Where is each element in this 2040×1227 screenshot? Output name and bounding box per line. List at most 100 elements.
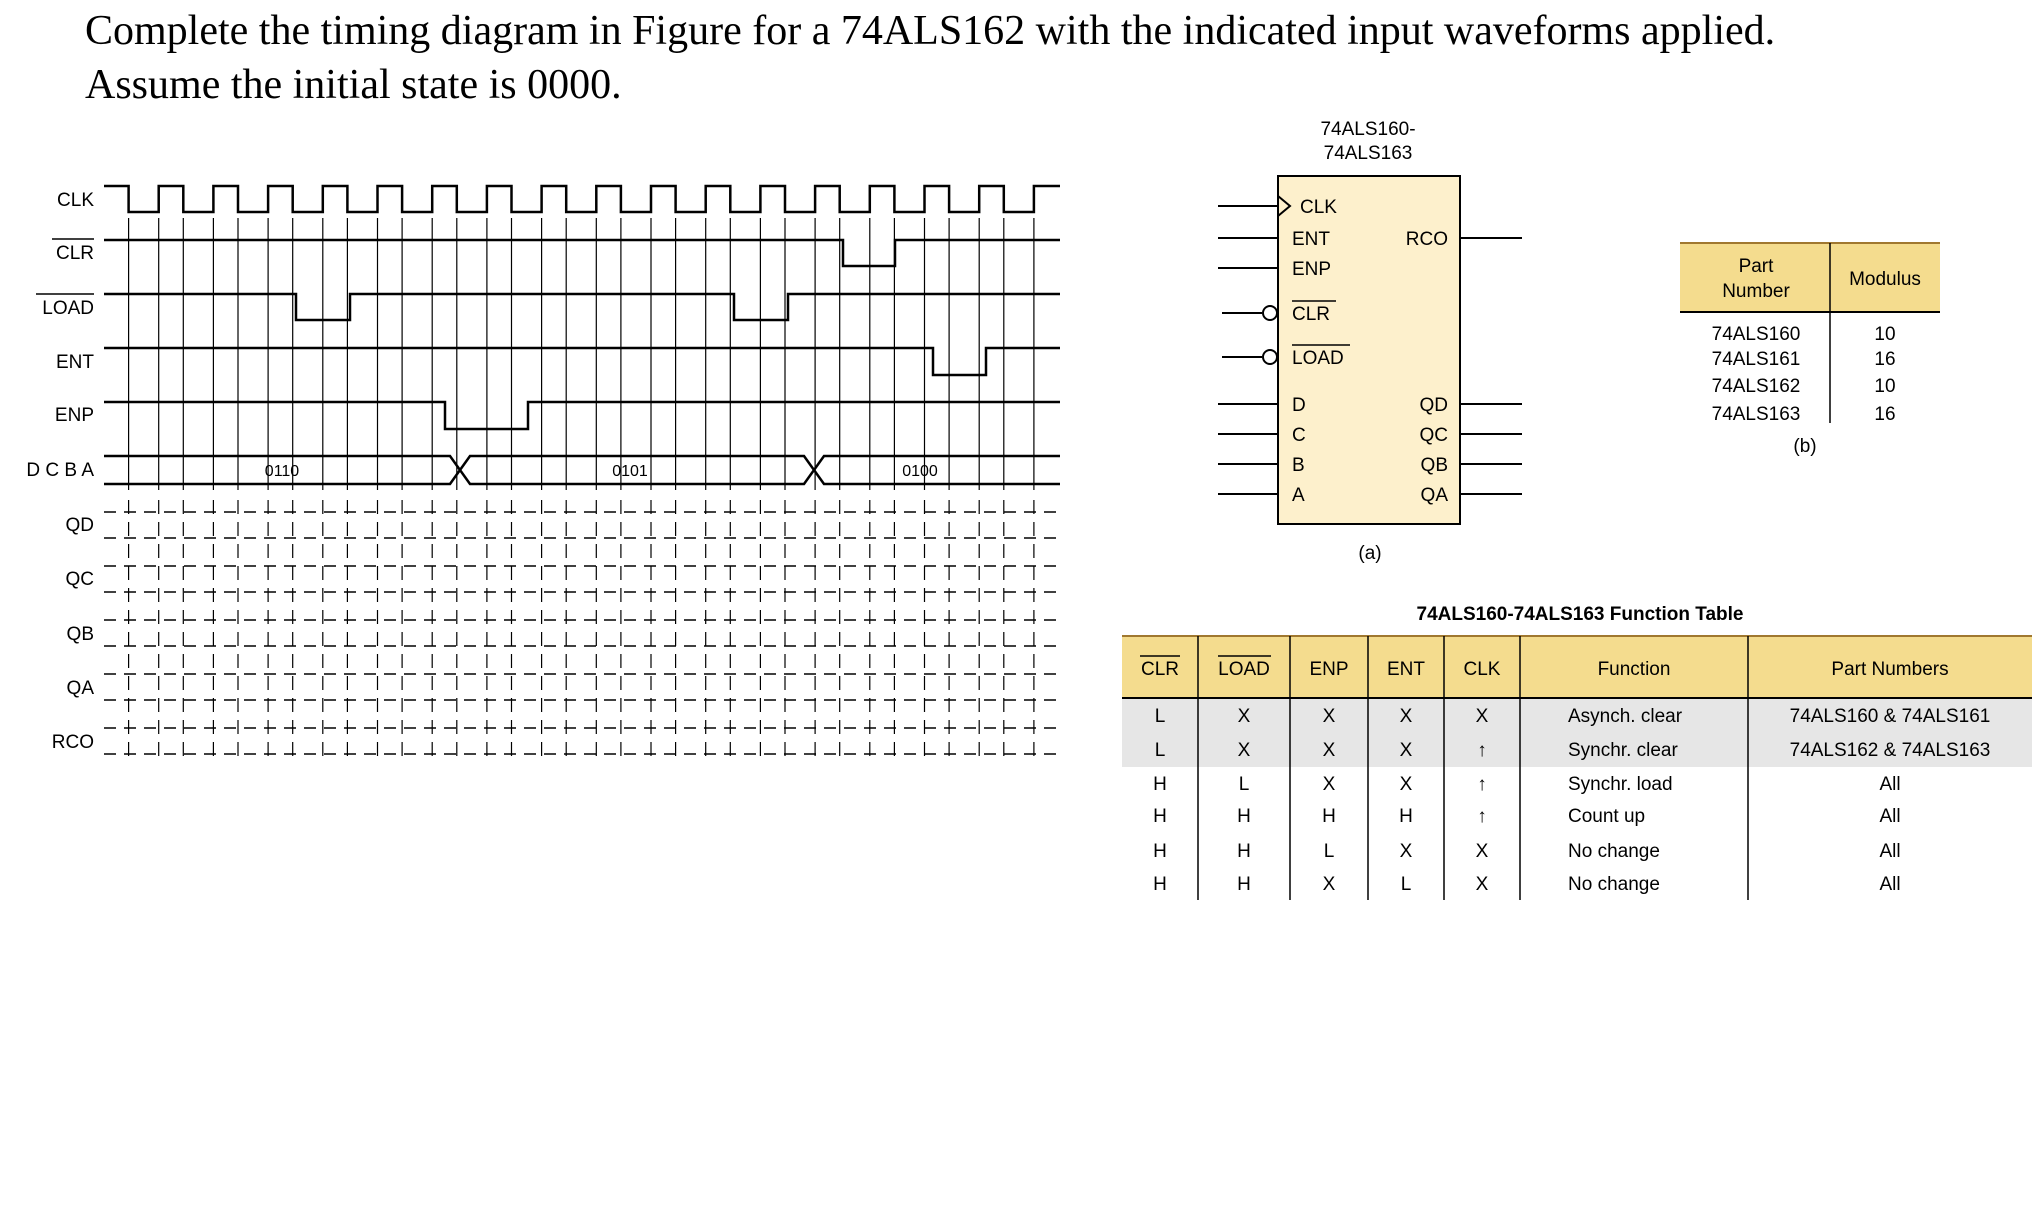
question-text: Complete the timing diagram in Figure fo…	[85, 4, 1985, 112]
counter-chip-symbol: 74ALS160- 74ALS163 CLK ENT ENP CLR LOAD …	[1218, 119, 1522, 564]
function-table: 74ALS160-74ALS163 Function Table CLR LOA…	[1122, 604, 2032, 900]
modulus-row-2-value: 16	[1874, 349, 1895, 370]
clr-inversion-bubble	[1262, 305, 1278, 321]
modulus-table-caption: (b)	[1793, 436, 1816, 457]
pin-label-qb: QB	[1421, 455, 1448, 476]
label-rco: RCO	[52, 732, 94, 753]
chip-caption: (a)	[1358, 543, 1381, 564]
function-table-cell: L	[1155, 706, 1166, 727]
dcba-value-3: 0100	[902, 463, 938, 480]
function-table-cell: X	[1238, 740, 1251, 761]
modulus-row-1-part: 74ALS160	[1712, 324, 1801, 345]
function-table-cell: X	[1323, 740, 1336, 761]
data-value-labels: 0110 0101 0100	[265, 463, 938, 480]
function-table-cell: Synchr. clear	[1568, 740, 1678, 761]
dcba-value-1: 0110	[265, 463, 300, 480]
modulus-row-1-value: 10	[1874, 324, 1895, 345]
function-table-cell: No change	[1568, 874, 1660, 895]
function-table-cell: All	[1879, 806, 1900, 827]
modulus-row-4-value: 16	[1874, 404, 1895, 425]
function-table-cell: No change	[1568, 841, 1660, 862]
pin-label-c: C	[1292, 425, 1306, 446]
function-table-cell: 74ALS162 & 74ALS163	[1790, 740, 1991, 761]
waveform-clk	[104, 184, 1060, 214]
pin-label-enp: ENP	[1292, 259, 1331, 280]
function-table-cell: All	[1879, 841, 1900, 862]
function-table-cell: H	[1153, 874, 1167, 895]
pin-label-qc: QC	[1420, 425, 1449, 446]
function-header-enp: ENP	[1309, 659, 1348, 680]
load-inversion-bubble	[1262, 349, 1278, 365]
function-table-cell: X	[1476, 841, 1489, 862]
modulus-row-3-part: 74ALS162	[1712, 376, 1801, 397]
modulus-header-part-line-2: Number	[1722, 281, 1790, 302]
label-qa: QA	[67, 678, 95, 699]
label-dcba: D C B A	[26, 460, 94, 481]
function-table-cell: X	[1400, 841, 1413, 862]
pin-label-clr: CLR	[1292, 304, 1330, 325]
function-table-cell: Asynch. clear	[1568, 706, 1683, 727]
label-ent: ENT	[56, 352, 94, 373]
modulus-header-part-line-1: Part	[1739, 256, 1775, 277]
question-line-1: Complete the timing diagram in Figure fo…	[85, 8, 1776, 54]
waveform-clr	[104, 238, 1060, 268]
pin-label-b: B	[1292, 455, 1305, 476]
function-table-cell: X	[1323, 774, 1336, 795]
input-waveforms	[104, 184, 1060, 486]
function-table-shaded-rows	[1122, 698, 2032, 767]
clock-guide-lines	[128, 218, 1035, 490]
label-clr: CLR	[56, 243, 94, 264]
function-header-clr: CLR	[1141, 659, 1179, 680]
waveform-ent	[104, 346, 1060, 377]
function-header-part-numbers: Part Numbers	[1831, 659, 1948, 680]
waveform-load	[104, 292, 1060, 322]
pin-label-load: LOAD	[1292, 348, 1344, 369]
function-table-cell: Synchr. load	[1568, 774, 1673, 795]
label-qb: QB	[67, 624, 94, 645]
function-table-cell: H	[1237, 841, 1251, 862]
function-table-cell: X	[1238, 706, 1251, 727]
function-header-ent: ENT	[1387, 659, 1425, 680]
function-table-cell: X	[1476, 874, 1489, 895]
function-table-cell: 74ALS160 & 74ALS161	[1790, 706, 1991, 727]
function-table-cell: All	[1879, 874, 1900, 895]
pin-label-d: D	[1292, 395, 1306, 416]
function-table-cell: H	[1399, 806, 1413, 827]
function-table-cell: Count up	[1568, 806, 1645, 827]
label-qc: QC	[66, 569, 95, 590]
label-load: LOAD	[42, 298, 94, 319]
question-line-2: Assume the initial state is 0000.	[85, 62, 622, 108]
function-table-cell: X	[1400, 706, 1413, 727]
pin-label-ent: ENT	[1292, 229, 1330, 250]
function-table-cell: X	[1476, 706, 1489, 727]
function-table-cell: L	[1239, 774, 1250, 795]
function-table-cell: H	[1153, 774, 1167, 795]
function-table-title: 74ALS160-74ALS163 Function Table	[1417, 604, 1744, 625]
function-table-cell: X	[1323, 874, 1336, 895]
function-table-cell: L	[1401, 874, 1412, 895]
pin-label-qa: QA	[1421, 485, 1449, 506]
modulus-row-4-part: 74ALS163	[1712, 404, 1801, 425]
dcba-value-2: 0101	[612, 463, 648, 480]
label-enp: ENP	[55, 405, 94, 426]
function-table-cell: L	[1155, 740, 1166, 761]
function-table-column-dividers	[1197, 636, 1749, 900]
clock-input-triangle	[1277, 195, 1292, 217]
chip-title-line-1: 74ALS160-	[1320, 119, 1415, 140]
pin-label-rco: RCO	[1406, 229, 1448, 250]
function-header-function: Function	[1598, 659, 1671, 680]
function-table-cell: H	[1322, 806, 1336, 827]
pin-label-qd: QD	[1420, 395, 1449, 416]
function-table-cell: ↑	[1477, 806, 1487, 827]
modulus-row-3-value: 10	[1874, 376, 1895, 397]
function-table-cell: ↑	[1477, 774, 1487, 795]
output-answer-grid	[104, 500, 1060, 762]
label-clk: CLK	[57, 190, 94, 211]
function-table-cell: H	[1153, 841, 1167, 862]
modulus-header-modulus: Modulus	[1849, 269, 1921, 290]
pin-label-a: A	[1292, 485, 1305, 506]
function-table-cell: X	[1400, 774, 1413, 795]
function-table-cell: H	[1237, 874, 1251, 895]
